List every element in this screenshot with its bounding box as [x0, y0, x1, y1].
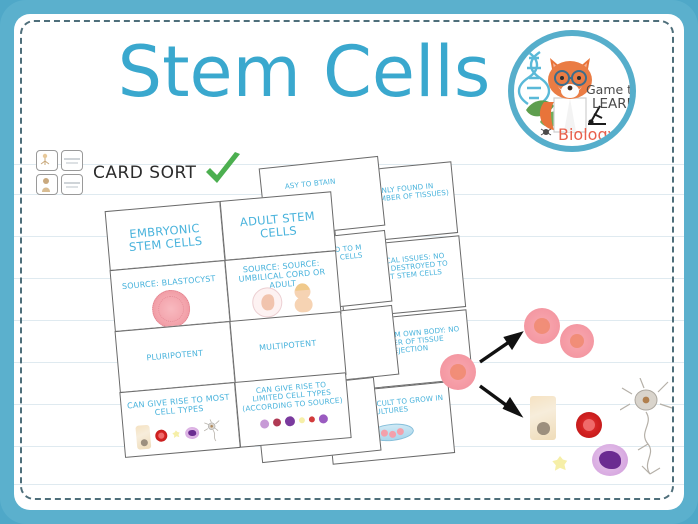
parent-stem-cell	[440, 354, 476, 390]
brand-logo: Game to LEARN Biology	[508, 30, 636, 152]
neuron-cell	[620, 378, 673, 475]
card-sort-label: CARD SORT	[93, 162, 197, 183]
card-text: PLURIPOTENT	[146, 348, 204, 363]
many-cell-types-icon	[123, 417, 239, 451]
card-adult-heading: ADULT STEM CELLS	[219, 191, 337, 261]
card-thumbnail	[36, 150, 58, 171]
logo-line2: LEARN	[592, 96, 630, 112]
card-pluripotent: PLURIPOTENT	[114, 321, 236, 393]
white-blood-cell	[592, 444, 628, 476]
card-source-blastocyst: SOURCE: BLASTOCYST	[109, 260, 231, 332]
card-limited-cell-types: CAN GIVE RISE TO LIMITED CELL TYPES (ACC…	[234, 372, 352, 448]
epithelial-cell	[530, 396, 556, 440]
daughter-stem-cell	[524, 308, 560, 344]
dna-icon	[517, 51, 551, 105]
logo-line3: Biology	[558, 125, 617, 144]
logo-line1: Game to	[586, 82, 630, 97]
card-thumbnails	[36, 150, 83, 195]
arrows	[478, 331, 524, 418]
fox-scientist-icon: Game to LEARN Biology	[517, 51, 630, 144]
card-text: CAN GIVE RISE TO LIMITED CELL TYPES (ACC…	[241, 380, 344, 413]
card-text: ADULT STEM CELLS	[239, 208, 316, 241]
card-thumbnail	[36, 174, 58, 195]
microbe-icon	[540, 128, 552, 136]
card-thumbnail	[61, 174, 83, 195]
card-text: EMBRYONIC STEM CELLS	[128, 220, 203, 255]
daughter-stem-cell	[560, 324, 594, 358]
few-cell-types-icon	[239, 411, 349, 431]
card-most-cell-types: CAN GIVE RISE TO MOST CELL TYPES	[119, 382, 241, 458]
microscope-icon	[588, 105, 606, 125]
stem-cell-differentiation-diagram	[434, 296, 690, 496]
card-sort-banner: CARD SORT	[36, 150, 244, 195]
card-text: MULTIPOTENT	[258, 338, 317, 353]
neuron-icon	[203, 419, 220, 442]
card-text: ASY TO BTAIN	[284, 176, 336, 191]
page-title: Stem Cells	[117, 31, 491, 113]
card-embryonic-heading: EMBRYONIC STEM CELLS	[104, 201, 226, 271]
red-blood-cell	[576, 412, 602, 438]
card-text: CAN GIVE RISE TO MOST CELL TYPES	[126, 392, 231, 418]
check-icon	[202, 152, 244, 193]
card-thumbnail	[61, 150, 83, 171]
